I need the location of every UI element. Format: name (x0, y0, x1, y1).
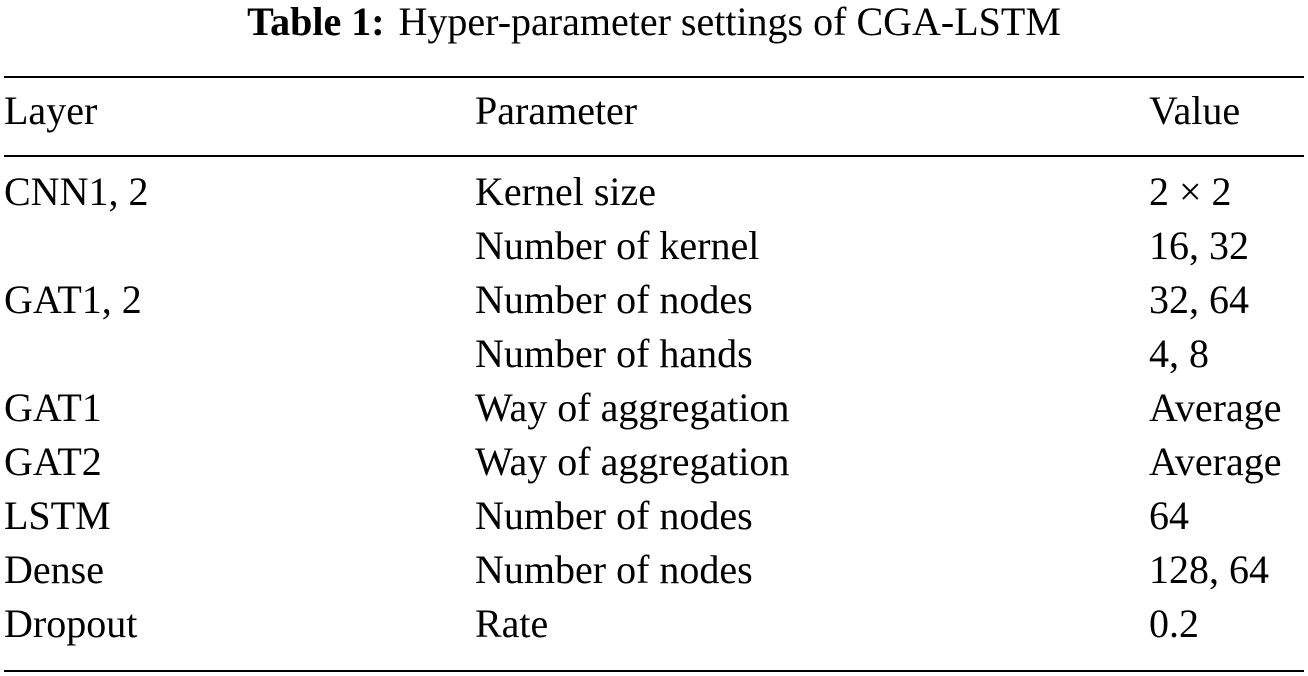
table-row: CNN1, 2 Kernel size 2 × 2 (0, 165, 1308, 219)
table-row: Dropout Rate 0.2 (0, 597, 1308, 651)
table-bottom-rule (4, 670, 1304, 672)
table-caption-title: Hyper-parameter settings of CGA-LSTM (398, 0, 1061, 44)
table-row: Number of kernel 16, 32 (0, 219, 1308, 273)
cell-value: Average (1149, 439, 1282, 484)
cell-parameter: Number of kernel (475, 223, 760, 268)
cell-value: 0.2 (1149, 601, 1199, 646)
table-row: GAT1, 2 Number of nodes 32, 64 (0, 273, 1308, 327)
cell-value: 128, 64 (1149, 547, 1269, 592)
cell-parameter: Kernel size (475, 169, 657, 214)
cell-layer: GAT1 (4, 385, 102, 430)
cell-parameter: Way of aggregation (475, 439, 790, 484)
cell-value: 64 (1149, 493, 1189, 538)
cell-parameter: Number of nodes (475, 277, 753, 322)
cell-layer: Dropout (4, 601, 138, 646)
table-top-rule (4, 76, 1304, 78)
table-row: LSTM Number of nodes 64 (0, 489, 1308, 543)
header-value: Value (1149, 88, 1241, 133)
cell-value: 4, 8 (1149, 331, 1209, 376)
table-caption-label: Table 1: (247, 0, 385, 44)
cell-parameter: Number of nodes (475, 493, 753, 538)
table-row: Number of hands 4, 8 (0, 327, 1308, 381)
table-row: GAT2 Way of aggregation Average (0, 435, 1308, 489)
cell-value: 32, 64 (1149, 277, 1249, 322)
cell-layer: CNN1, 2 (4, 169, 149, 214)
table-caption: Table 1: Hyper-parameter settings of CGA-… (0, 0, 1308, 50)
cell-layer: GAT1, 2 (4, 277, 142, 322)
header-parameter: Parameter (475, 88, 638, 133)
cell-parameter: Rate (475, 601, 549, 646)
table-row: Dense Number of nodes 128, 64 (0, 543, 1308, 597)
header-layer: Layer (4, 88, 98, 133)
cell-layer: LSTM (4, 493, 111, 538)
table-header-row: Layer Parameter Value (0, 84, 1308, 138)
cell-value: 16, 32 (1149, 223, 1249, 268)
cell-value: Average (1149, 385, 1282, 430)
cell-layer: Dense (4, 547, 104, 592)
cell-layer: GAT2 (4, 439, 102, 484)
table-row: GAT1 Way of aggregation Average (0, 381, 1308, 435)
cell-parameter: Number of hands (475, 331, 753, 376)
cell-value: 2 × 2 (1149, 169, 1232, 214)
cell-parameter: Number of nodes (475, 547, 753, 592)
cell-parameter: Way of aggregation (475, 385, 790, 430)
table-header-rule (4, 155, 1304, 157)
